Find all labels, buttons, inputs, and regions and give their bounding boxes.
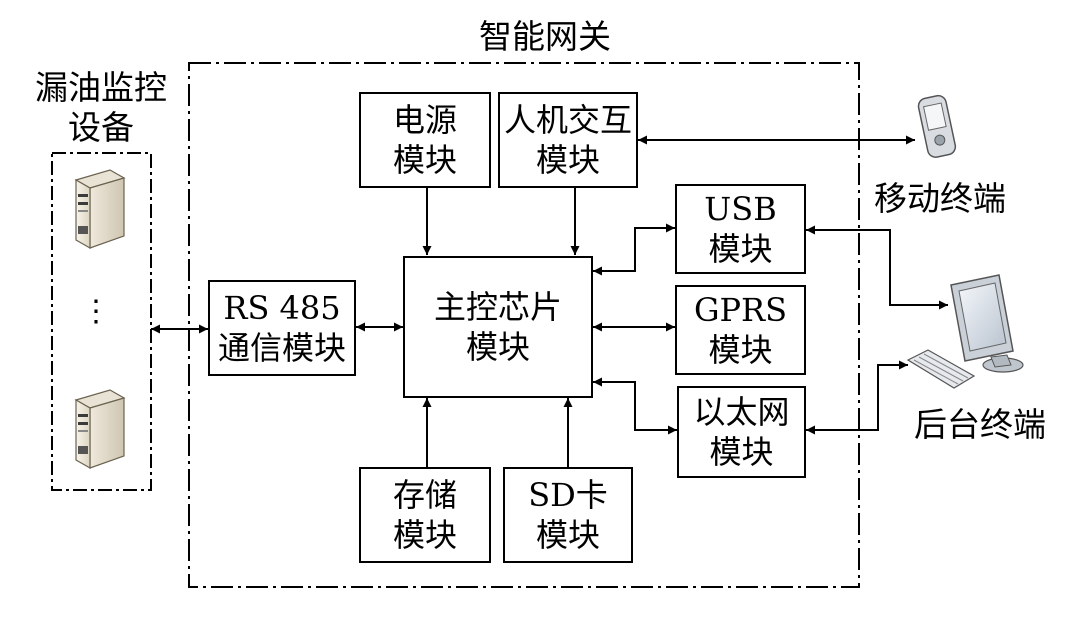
gprs-module-line1: GPRS — [693, 291, 788, 329]
ethernet-module: 以太网 模块 — [677, 386, 806, 478]
connector-eth-backend — [806, 360, 908, 435]
sd-module: SD卡 模块 — [503, 467, 633, 563]
connector-mcu-eth — [593, 377, 677, 435]
device-title-line2: 设备 — [68, 108, 134, 147]
mobile-terminal-label: 移动终端 — [874, 179, 1006, 218]
gateway-title: 智能网关 — [479, 17, 611, 56]
ethernet-module-line2: 模块 — [709, 433, 774, 471]
sd-module-line2: 模块 — [535, 516, 600, 554]
server-icon — [74, 169, 126, 250]
backend-terminal-label: 后台终端 — [914, 405, 1046, 444]
mcu-module: 主控芯片 模块 — [403, 256, 593, 398]
hmi-module-line2: 模块 — [535, 141, 600, 179]
storage-module: 存储 模块 — [359, 467, 491, 563]
power-module: 电源 模块 — [359, 92, 491, 188]
keyboard-icon — [906, 349, 976, 389]
device-frame — [51, 152, 152, 491]
rs485-module-line1: RS 485 — [223, 289, 341, 327]
connectors — [151, 135, 948, 467]
ethernet-module-line1: 以太网 — [693, 393, 790, 431]
power-module-line1: 电源 — [392, 101, 457, 139]
gateway-frame — [188, 62, 860, 588]
connector-usb-backend — [806, 225, 948, 310]
hmi-module: 人机交互 模块 — [498, 92, 638, 188]
device-title: 漏油监控 设备 — [8, 66, 194, 150]
mobile-phone-icon — [917, 94, 957, 158]
rs485-module-line2: 通信模块 — [217, 329, 346, 367]
connector-mcu-usb — [593, 223, 675, 276]
gprs-module: GPRS 模块 — [675, 285, 806, 375]
usb-module-line1: USB — [704, 190, 777, 228]
rs485-module: RS 485 通信模块 — [208, 280, 356, 376]
server-icon — [74, 389, 126, 470]
device-title-line1: 漏油监控 — [35, 68, 167, 107]
power-module-line2: 模块 — [392, 141, 457, 179]
hmi-module-line1: 人机交互 — [503, 101, 632, 139]
mcu-module-line2: 模块 — [465, 328, 530, 366]
usb-module-line2: 模块 — [708, 230, 773, 268]
mcu-module-line1: 主控芯片 — [433, 288, 562, 326]
storage-module-line1: 存储 — [392, 476, 457, 514]
gprs-module-line2: 模块 — [708, 331, 773, 369]
sd-module-line1: SD卡 — [528, 476, 608, 514]
storage-module-line2: 模块 — [392, 516, 457, 554]
device-ellipsis: ⋮ — [81, 294, 111, 329]
monitor-icon — [950, 274, 1024, 373]
usb-module: USB 模块 — [675, 184, 806, 274]
